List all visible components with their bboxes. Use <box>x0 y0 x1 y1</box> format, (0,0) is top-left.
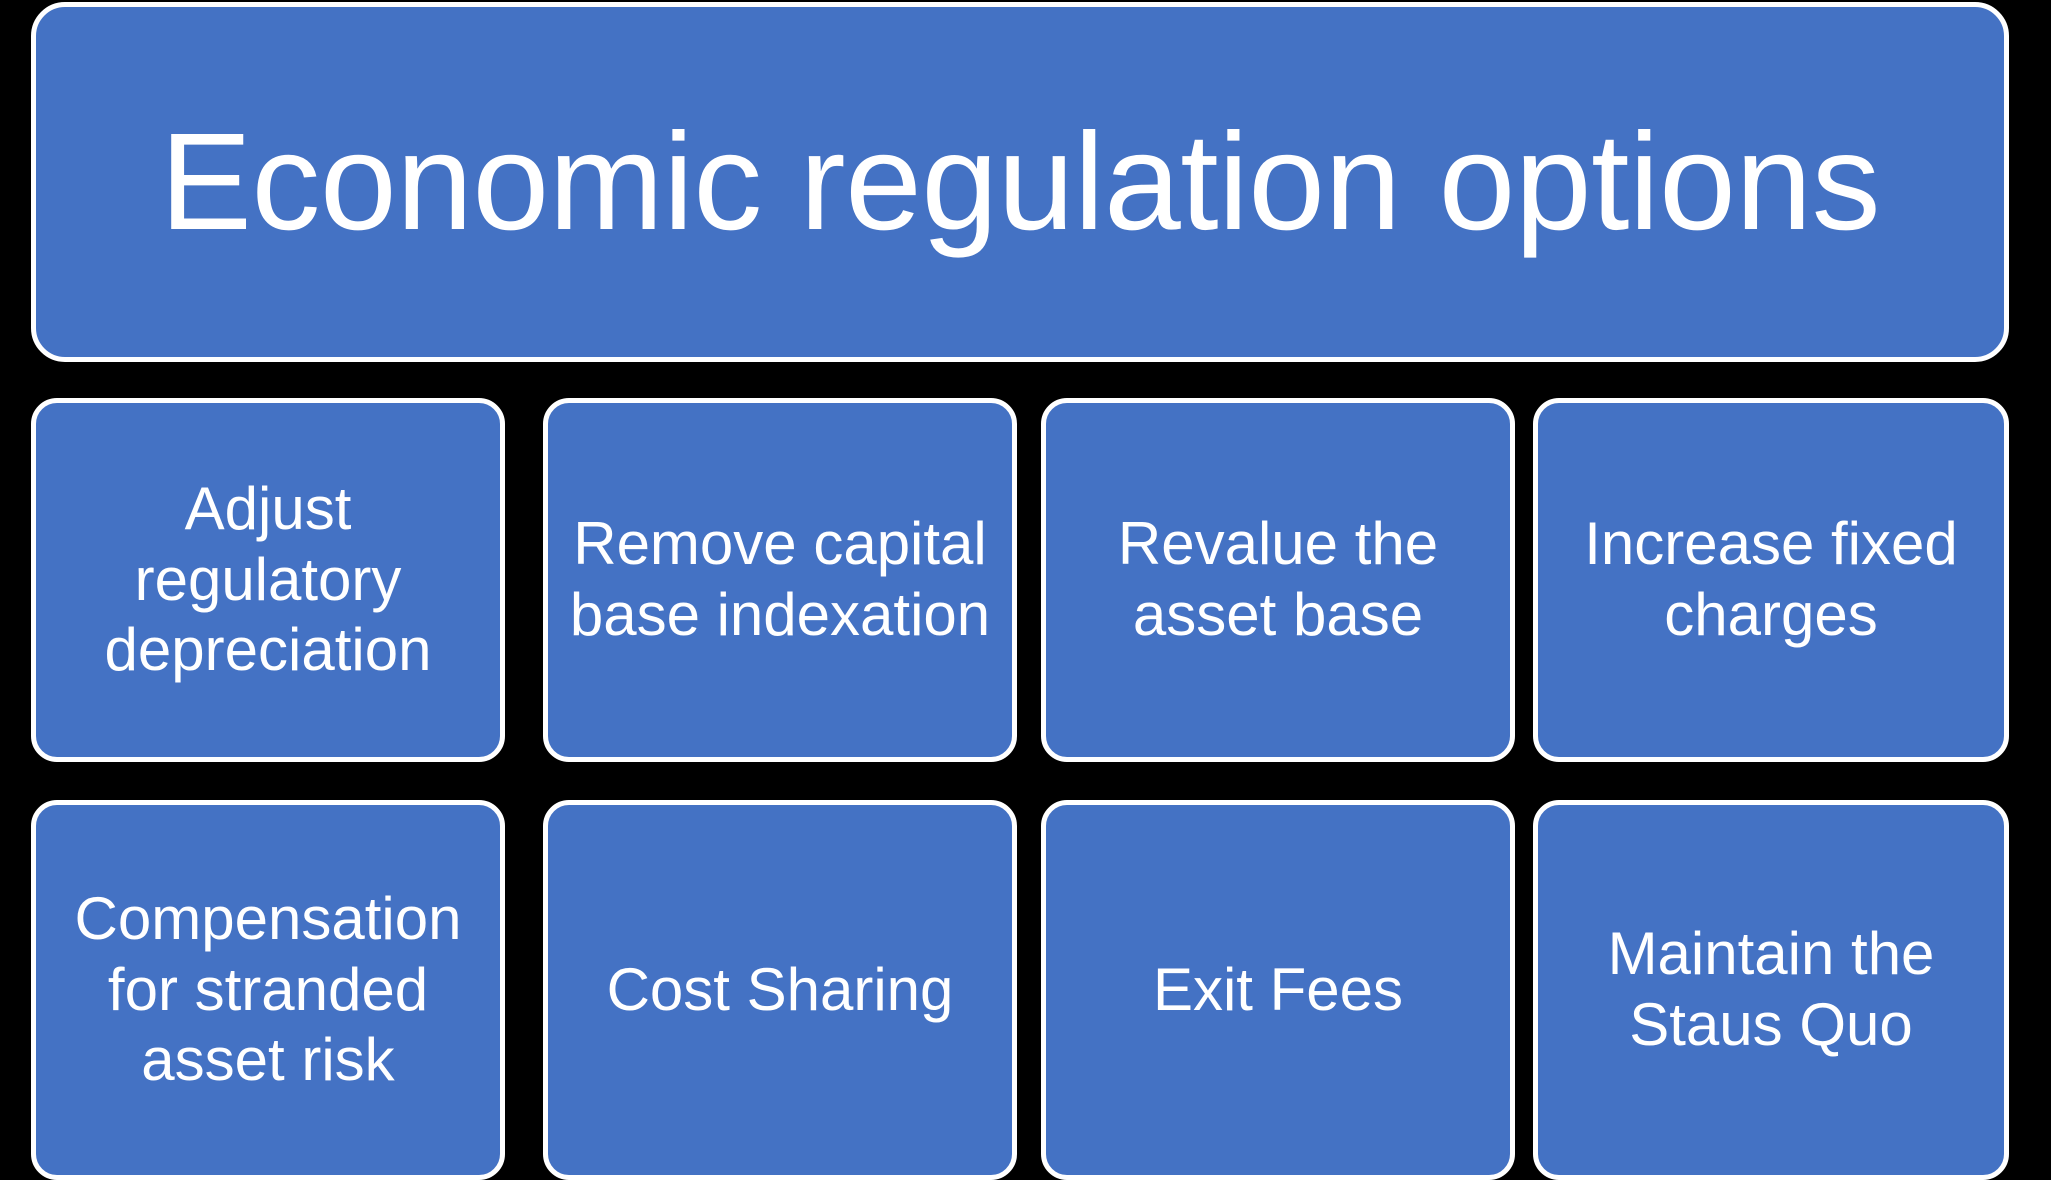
option-box-revalue-the-asset-base[interactable]: Revalue the asset base <box>1041 398 1515 762</box>
option-box-increase-fixed-charges[interactable]: Increase fixed charges <box>1533 398 2009 762</box>
diagram-title-label: Economic regulation options <box>159 104 1881 259</box>
option-box-compensation-for-stranded-asset-risk[interactable]: Compensation for stranded asset risk <box>31 800 505 1180</box>
option-label: Remove capital base indexation <box>569 510 991 648</box>
option-label: Maintain the Staus Quo <box>1607 920 1935 1058</box>
option-label: Cost Sharing <box>606 955 954 1023</box>
option-box-maintain-the-staus-quo[interactable]: Maintain the Staus Quo <box>1533 800 2009 1180</box>
option-label: Adjust regulatory depreciation <box>104 474 432 684</box>
option-label: Exit Fees <box>1152 955 1404 1023</box>
option-label: Increase fixed charges <box>1584 510 1958 648</box>
option-box-adjust-regulatory-depreciation[interactable]: Adjust regulatory depreciation <box>31 398 505 762</box>
option-label: Compensation for stranded asset risk <box>74 884 462 1094</box>
diagram-title-box[interactable]: Economic regulation options <box>31 2 2009 362</box>
option-box-remove-capital-base-indexation[interactable]: Remove capital base indexation <box>543 398 1017 762</box>
slide-canvas: Economic regulation options Adjust regul… <box>31 2 2009 1180</box>
option-box-exit-fees[interactable]: Exit Fees <box>1041 800 1515 1180</box>
option-label: Revalue the asset base <box>1117 510 1439 648</box>
option-box-cost-sharing[interactable]: Cost Sharing <box>543 800 1017 1180</box>
